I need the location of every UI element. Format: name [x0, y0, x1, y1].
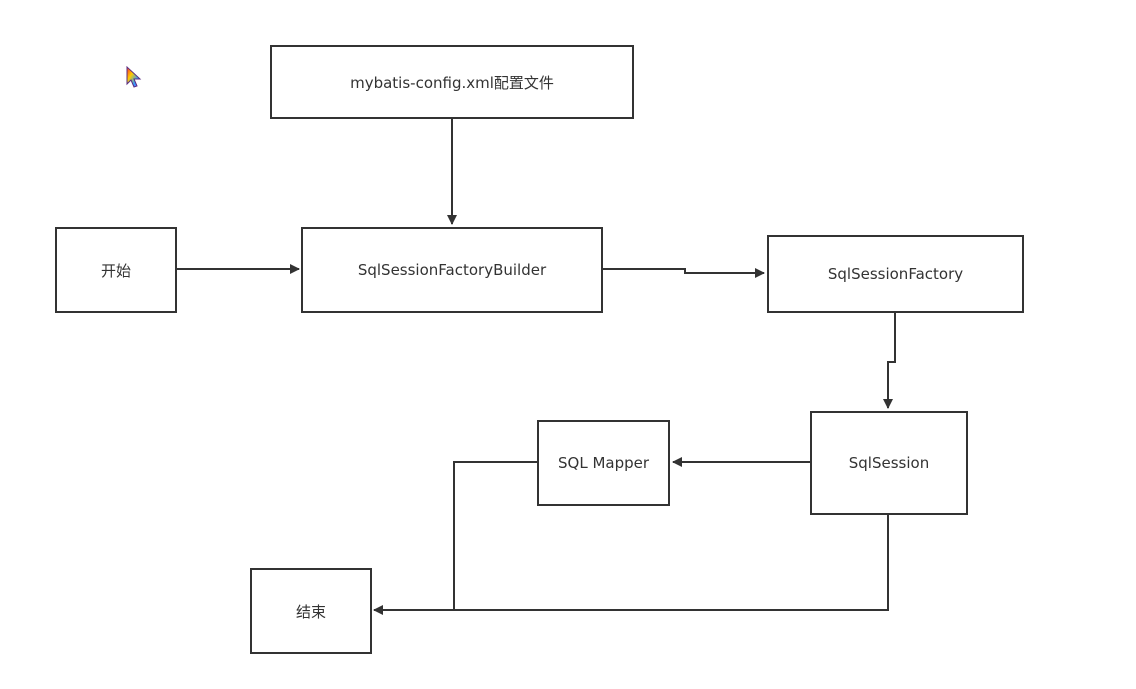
node-mapper-label: SQL Mapper	[557, 454, 650, 472]
node-factory: SqlSessionFactory	[767, 235, 1024, 313]
node-config-label: mybatis-config.xml配置文件	[350, 73, 554, 92]
node-end-label: 结束	[295, 602, 326, 621]
node-builder: SqlSessionFactoryBuilder	[301, 227, 603, 313]
node-start: 开始	[55, 227, 177, 313]
node-end: 结束	[250, 568, 372, 654]
node-factory-label: SqlSessionFactory	[827, 265, 964, 283]
mouse-cursor-icon	[126, 66, 142, 88]
node-session-label: SqlSession	[848, 454, 930, 472]
node-config: mybatis-config.xml配置文件	[270, 45, 634, 119]
node-start-label: 开始	[100, 261, 131, 280]
edge-session-to-end	[373, 514, 889, 615]
edge-builder-to-factory	[602, 268, 765, 278]
node-mapper: SQL Mapper	[537, 420, 670, 506]
edge-mapper-to-end	[453, 461, 537, 610]
node-builder-label: SqlSessionFactoryBuilder	[357, 261, 547, 279]
node-session: SqlSession	[810, 411, 968, 515]
edge-factory-to-session	[883, 312, 896, 409]
